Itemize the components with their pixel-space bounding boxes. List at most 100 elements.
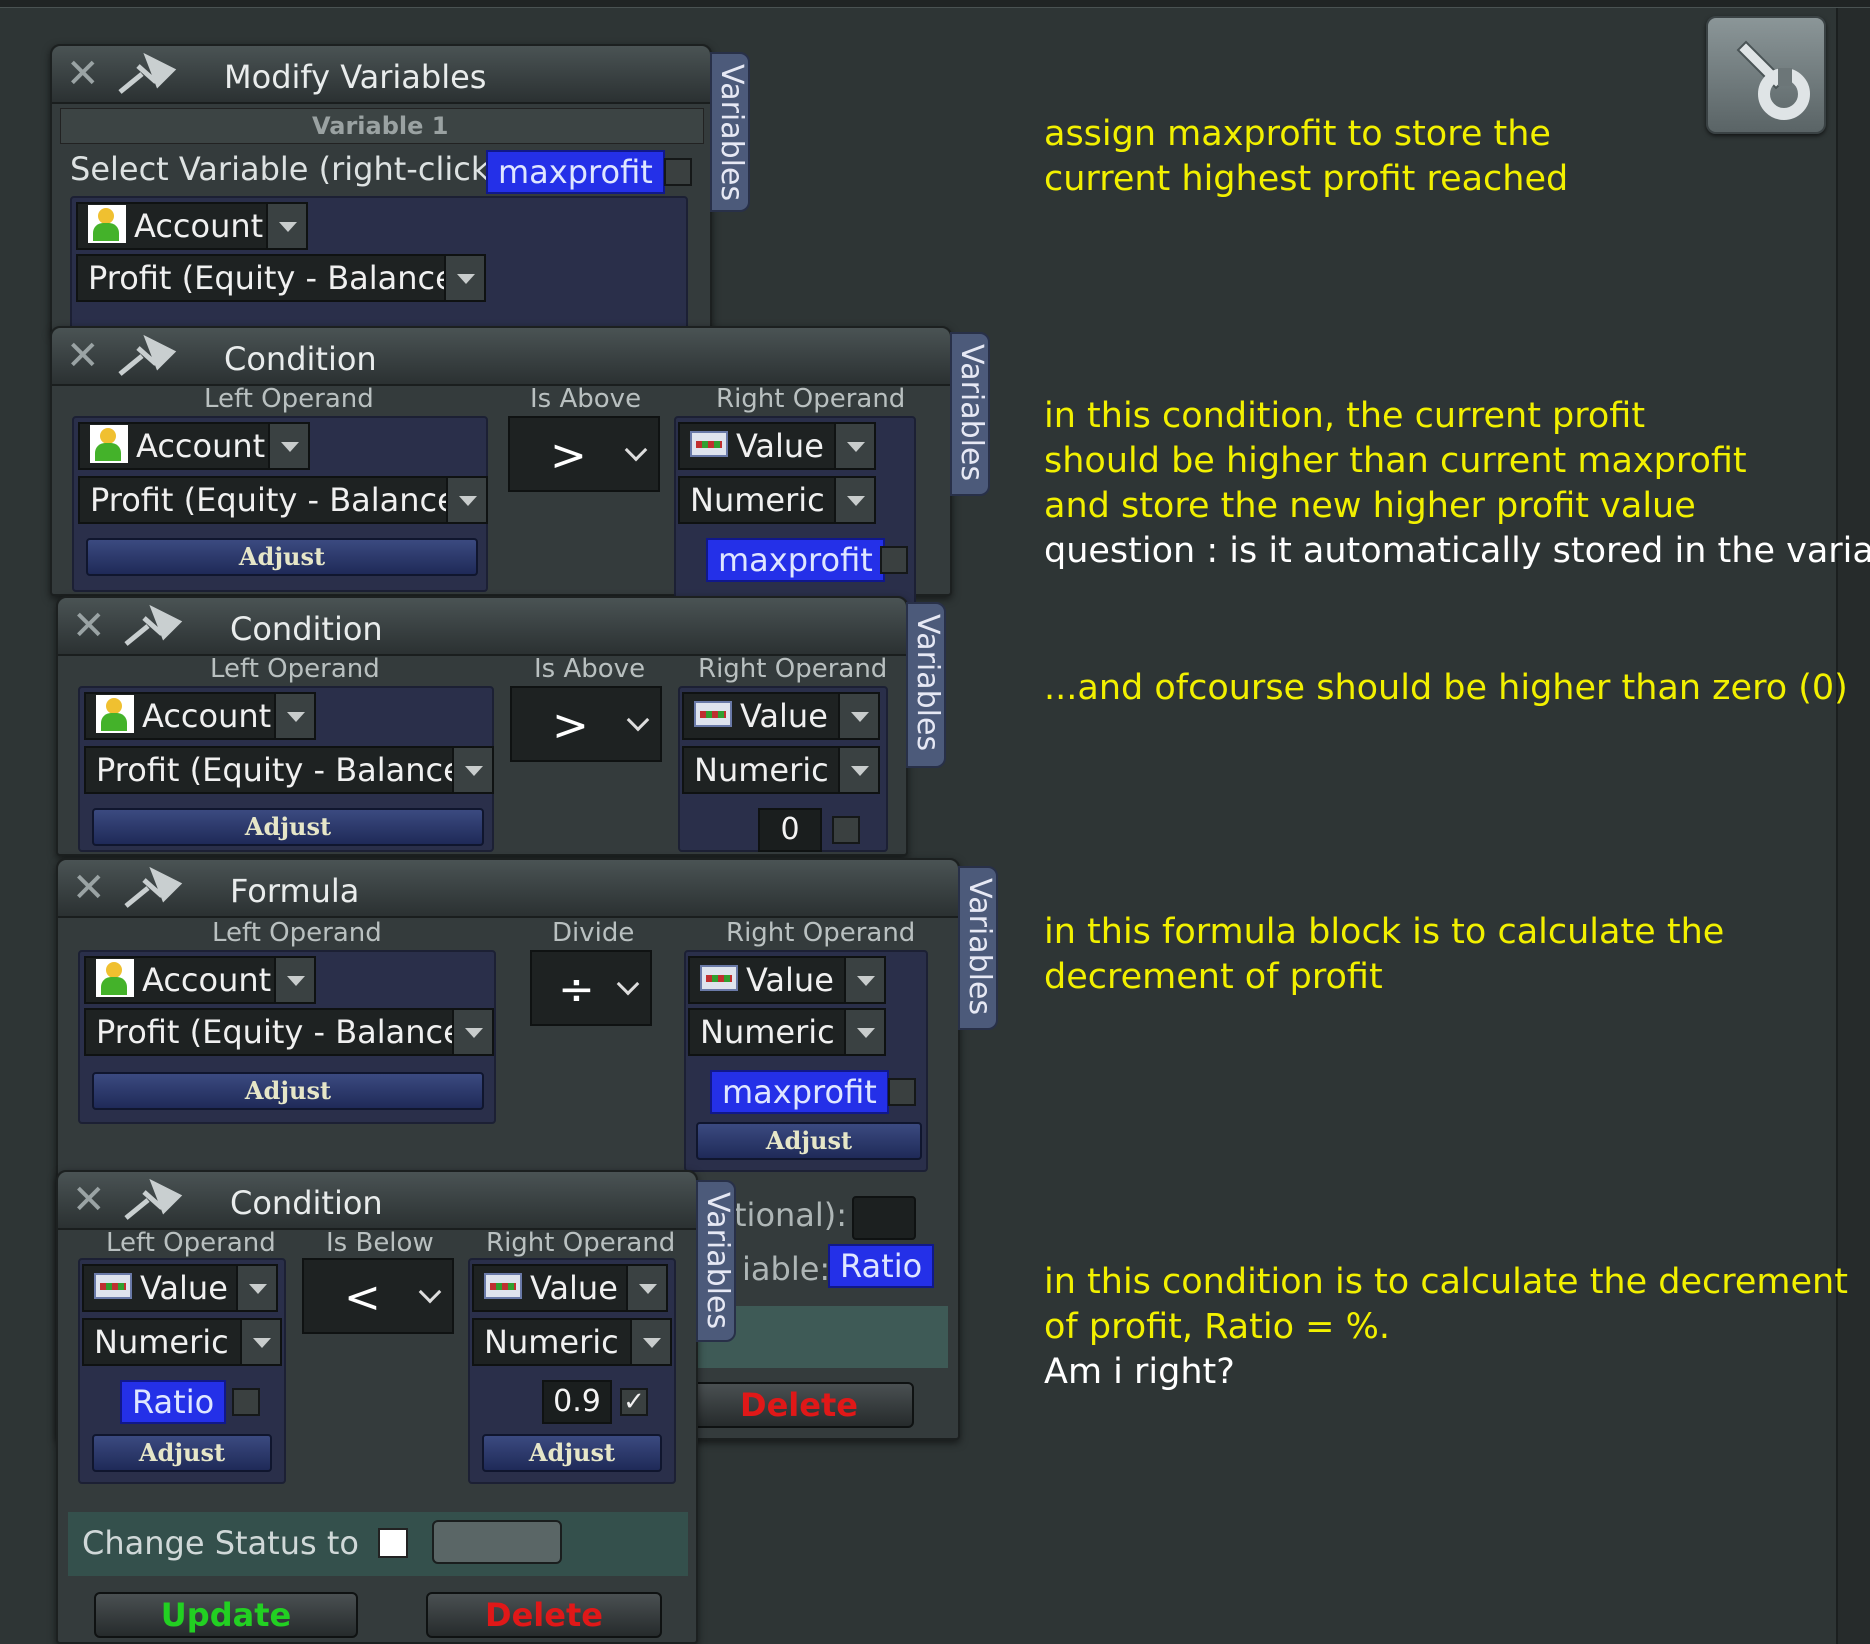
right-type-value: Numeric bbox=[484, 1323, 619, 1361]
change-status-select[interactable] bbox=[432, 1520, 562, 1564]
window-titlebar[interactable]: ✕ Condition bbox=[58, 1172, 696, 1230]
left-field-dropdown[interactable]: Profit (Equity - Balance) bbox=[84, 746, 494, 794]
left-adjust-button[interactable]: Adjust bbox=[92, 1434, 272, 1472]
right-value-checkbox[interactable]: ✓ bbox=[620, 1388, 648, 1416]
pin-icon[interactable] bbox=[120, 1178, 184, 1224]
right-source-dropdown[interactable]: Value bbox=[688, 956, 886, 1004]
right-adjust-button[interactable]: Adjust bbox=[696, 1122, 922, 1160]
right-value-checkbox[interactable] bbox=[832, 816, 860, 844]
left-field-value: Profit (Equity - Balance) bbox=[96, 1013, 476, 1051]
left-field-dropdown[interactable]: Profit (Equity - Balance) bbox=[84, 1008, 494, 1056]
left-adjust-button[interactable]: Adjust bbox=[86, 538, 478, 576]
left-source-dropdown[interactable]: Account bbox=[78, 422, 310, 470]
operator-dropdown[interactable]: > bbox=[508, 416, 660, 492]
right-value-checkbox[interactable] bbox=[880, 546, 908, 574]
selected-variable-pill[interactable]: maxprofit bbox=[486, 150, 665, 194]
variables-tab[interactable]: Variables bbox=[696, 1180, 736, 1342]
operator-dropdown[interactable]: < bbox=[302, 1258, 454, 1334]
operator-dropdown[interactable]: > bbox=[510, 686, 662, 762]
variables-tab-label: Variables bbox=[954, 344, 989, 482]
left-source-value: Account bbox=[142, 697, 272, 735]
operator-symbol: < bbox=[344, 1272, 381, 1323]
right-adjust-button[interactable]: Adjust bbox=[482, 1434, 662, 1472]
variables-tab-label: Variables bbox=[700, 1192, 735, 1330]
right-type-dropdown[interactable]: Numeric bbox=[678, 476, 876, 524]
pin-icon[interactable] bbox=[120, 866, 184, 912]
right-source-dropdown[interactable]: Value bbox=[472, 1264, 668, 1312]
annotation-line: in this condition is to calculate the de… bbox=[1044, 1262, 1848, 1302]
variables-tab-label: Variables bbox=[962, 878, 997, 1016]
window-titlebar[interactable]: ✕ Condition bbox=[52, 328, 950, 386]
source-dropdown[interactable]: Account bbox=[76, 202, 308, 250]
chevron-down-icon bbox=[616, 972, 640, 996]
right-type-dropdown[interactable]: Numeric bbox=[682, 746, 880, 794]
window-title: Condition bbox=[230, 610, 383, 648]
change-status-label: Change Status to bbox=[82, 1524, 359, 1562]
right-variable-pill[interactable]: maxprofit bbox=[706, 538, 885, 582]
variables-tab[interactable]: Variables bbox=[950, 332, 990, 496]
left-source-dropdown[interactable]: Account bbox=[84, 692, 316, 740]
left-source-dropdown[interactable]: Value bbox=[82, 1264, 278, 1312]
left-adjust-button[interactable]: Adjust bbox=[92, 1072, 484, 1110]
annotation-3: ...and ofcourse should be higher than ze… bbox=[1044, 666, 1848, 711]
right-type-value: Numeric bbox=[700, 1013, 835, 1051]
left-value-checkbox[interactable] bbox=[232, 1388, 260, 1416]
right-scroll-strip[interactable] bbox=[1836, 8, 1870, 1644]
delete-button[interactable]: Delete bbox=[426, 1592, 662, 1638]
right-value-input[interactable]: 0.9 bbox=[542, 1380, 612, 1424]
annotation-2: in this condition, the current profit sh… bbox=[1044, 394, 1870, 574]
tools-button[interactable] bbox=[1706, 16, 1826, 134]
left-adjust-button[interactable]: Adjust bbox=[92, 808, 484, 846]
change-status-checkbox[interactable] bbox=[378, 1528, 408, 1558]
modify-variables-window: ✕ Modify Variables Variable 1 Select Var… bbox=[50, 44, 712, 346]
operator-dropdown[interactable]: ÷ bbox=[530, 950, 652, 1026]
chevron-down-icon bbox=[626, 708, 650, 732]
chevron-down-icon bbox=[236, 1266, 276, 1310]
left-source-dropdown[interactable]: Account bbox=[84, 956, 316, 1004]
chevron-down-icon bbox=[274, 694, 314, 738]
right-type-dropdown[interactable]: Numeric bbox=[688, 1008, 886, 1056]
left-type-dropdown[interactable]: Numeric bbox=[82, 1318, 282, 1366]
operator-symbol: ÷ bbox=[558, 964, 595, 1015]
chevron-down-icon bbox=[844, 1010, 884, 1054]
pin-icon[interactable] bbox=[120, 604, 184, 650]
window-titlebar[interactable]: ✕ Condition bbox=[58, 598, 906, 656]
result-variable-pill[interactable]: Ratio bbox=[828, 1244, 935, 1288]
account-icon bbox=[96, 959, 134, 997]
left-field-dropdown[interactable]: Profit (Equity - Balance) bbox=[78, 476, 488, 524]
right-type-value: Numeric bbox=[690, 481, 825, 519]
variables-tab[interactable]: Variables bbox=[710, 52, 750, 212]
variables-tab[interactable]: Variables bbox=[958, 866, 998, 1030]
window-title: Condition bbox=[230, 1184, 383, 1222]
top-border bbox=[0, 0, 1870, 8]
window-titlebar[interactable]: ✕ Formula bbox=[58, 860, 958, 918]
close-icon[interactable]: ✕ bbox=[72, 865, 106, 911]
close-icon[interactable]: ✕ bbox=[72, 1177, 106, 1223]
window-titlebar[interactable]: ✕ Modify Variables bbox=[52, 46, 710, 104]
annotation-line: should be higher than current maxprofit bbox=[1044, 441, 1747, 481]
close-icon[interactable]: ✕ bbox=[66, 51, 100, 97]
right-source-value: Value bbox=[530, 1269, 618, 1307]
account-icon bbox=[88, 205, 126, 243]
variable-checkbox[interactable] bbox=[664, 158, 692, 186]
chevron-down-icon bbox=[838, 748, 878, 792]
right-value-checkbox[interactable] bbox=[888, 1078, 916, 1106]
annotation-line: current highest profit reached bbox=[1044, 159, 1569, 199]
right-source-value: Value bbox=[746, 961, 834, 999]
right-variable-pill[interactable]: maxprofit bbox=[710, 1070, 889, 1114]
field-dropdown[interactable]: Profit (Equity - Balance) bbox=[76, 254, 486, 302]
update-button[interactable]: Update bbox=[94, 1592, 358, 1638]
pin-icon[interactable] bbox=[114, 52, 178, 98]
variables-tab[interactable]: Variables bbox=[906, 602, 946, 768]
pin-icon[interactable] bbox=[114, 334, 178, 380]
formula-delete-button[interactable]: Delete bbox=[684, 1382, 914, 1428]
close-icon[interactable]: ✕ bbox=[72, 603, 106, 649]
optional-input[interactable] bbox=[852, 1196, 916, 1240]
close-icon[interactable]: ✕ bbox=[66, 333, 100, 379]
right-source-dropdown[interactable]: Value bbox=[682, 692, 880, 740]
right-value-input[interactable]: 0 bbox=[758, 808, 822, 852]
right-type-dropdown[interactable]: Numeric bbox=[472, 1318, 672, 1366]
condition-window-3: ✕ Condition Left Operand Is Below Right … bbox=[56, 1170, 698, 1644]
right-source-dropdown[interactable]: Value bbox=[678, 422, 876, 470]
left-variable-pill[interactable]: Ratio bbox=[120, 1380, 227, 1424]
